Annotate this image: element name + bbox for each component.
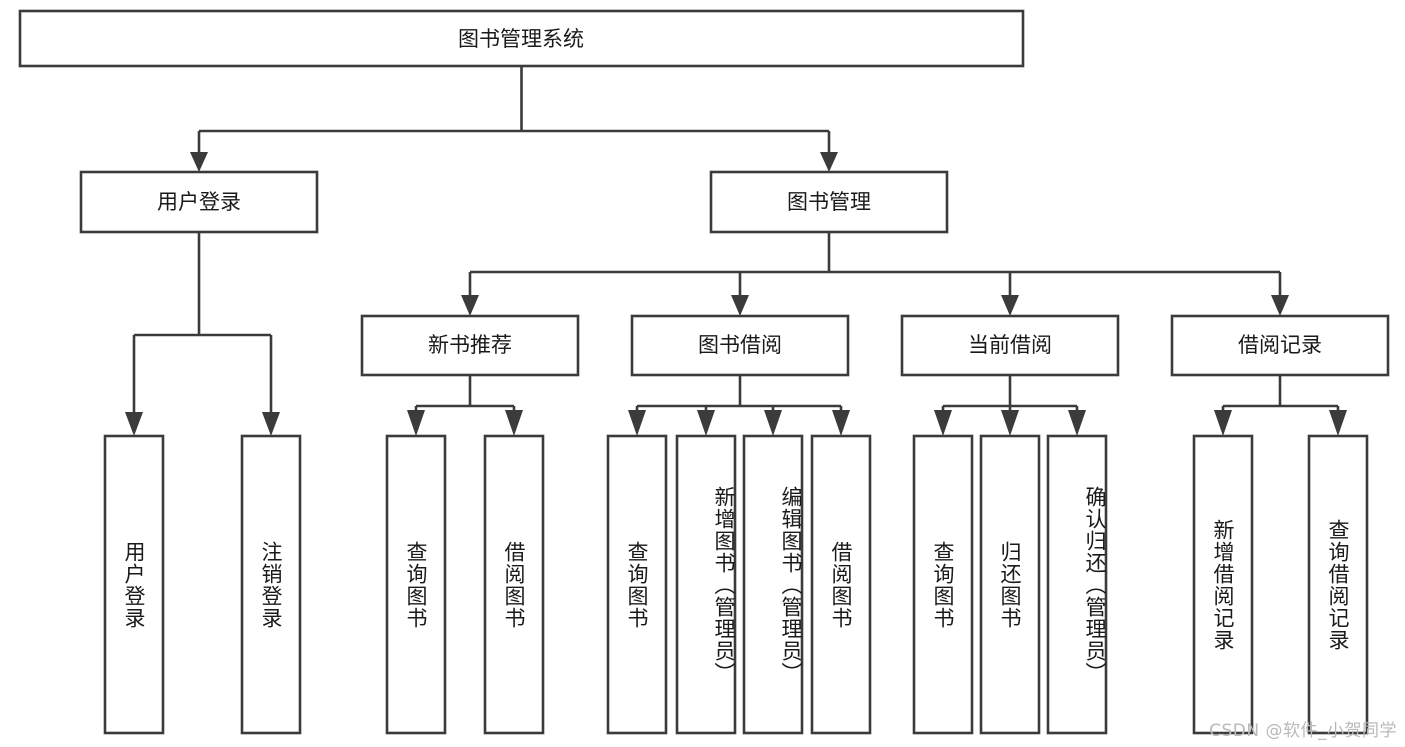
arrowhead-rec-leaf2 [505, 410, 523, 436]
arrowhead-current-leaf1 [934, 410, 952, 436]
arrowhead-to-user-login [190, 152, 208, 172]
node-book-borrow-box[interactable] [630, 314, 850, 377]
node-book-borrow-label: 图书借阅 [698, 333, 782, 357]
leaf-box-current-2[interactable] [979, 434, 1041, 735]
arrowhead-record-leaf2 [1329, 410, 1347, 436]
node-user-login-label: 用户登录 [157, 190, 241, 214]
node-current-borrow-label: 当前借阅 [968, 333, 1052, 357]
arrowhead-current-leaf2 [1001, 410, 1019, 436]
arrowhead-to-book-manage [820, 152, 838, 172]
node-book-manage-box[interactable] [709, 170, 949, 234]
leaf-box-current-3[interactable] [1046, 434, 1108, 735]
leaf-box-user-login-2[interactable] [240, 434, 302, 735]
node-title-label: 图书管理系统 [458, 27, 584, 51]
leaf-box-borrow-4[interactable] [810, 434, 872, 735]
node-borrow-record-box[interactable] [1170, 314, 1390, 377]
arrowhead-to-new-book [461, 295, 479, 316]
arrowhead-current-leaf3 [1068, 410, 1086, 436]
arrowhead-borrow-leaf3 [764, 410, 782, 436]
leaf-box-borrow-1[interactable] [606, 434, 668, 735]
leaf-box-recommend-2[interactable] [483, 434, 545, 735]
leaf-box-current-1[interactable] [912, 434, 974, 735]
leaf-box-recommend-1[interactable] [385, 434, 447, 735]
node-title-box[interactable] [18, 9, 1025, 68]
arrowhead-borrow-leaf4 [832, 410, 850, 436]
node-user-login-box[interactable] [79, 170, 319, 234]
leaf-box-borrow-2[interactable] [675, 434, 737, 735]
arrowhead-borrow-leaf1 [628, 410, 646, 436]
arrowhead-user-leaf1 [125, 412, 143, 436]
node-new-book-recommend-box[interactable] [360, 314, 580, 377]
connector-group [125, 66, 1347, 436]
horizontal-label-group: 图书管理系统 用户登录 图书管理 新书推荐 图书借阅 当前借阅 借阅记录 [157, 27, 1322, 357]
arrowhead-user-leaf2 [262, 412, 280, 436]
node-borrow-record-label: 借阅记录 [1238, 333, 1322, 357]
leaf-box-borrow-3[interactable] [742, 434, 804, 735]
arrowhead-to-book-borrow [731, 295, 749, 316]
node-new-book-recommend-label: 新书推荐 [428, 333, 512, 357]
leaf-box-user-login-1[interactable] [103, 434, 165, 735]
node-current-borrow-box[interactable] [900, 314, 1120, 377]
arrowhead-rec-leaf1 [407, 410, 425, 436]
csdn-watermark: CSDN @软件_小贺同学 [1209, 721, 1397, 741]
leaf-box-record-1[interactable] [1192, 434, 1254, 735]
arrowhead-to-borrow-record [1271, 295, 1289, 316]
arrowhead-record-leaf1 [1214, 410, 1232, 436]
arrowhead-to-current-borrow [1001, 295, 1019, 316]
arrowhead-borrow-leaf2 [697, 410, 715, 436]
node-book-manage-label: 图书管理 [787, 190, 871, 214]
node-box-group [18, 9, 1390, 735]
leaf-box-record-2[interactable] [1307, 434, 1369, 735]
